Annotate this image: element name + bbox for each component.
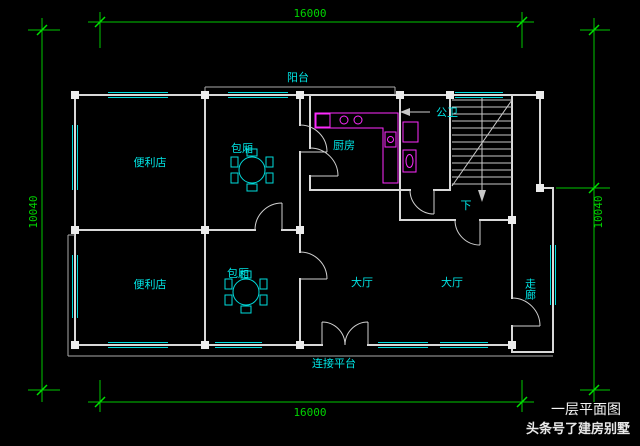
room-label-platform: 连接平台 bbox=[312, 356, 356, 370]
windows bbox=[72, 92, 556, 348]
room-label-toilet: 公卫 bbox=[436, 106, 458, 119]
toilet-leader-arrow bbox=[400, 108, 430, 116]
dim-left-label: 10040 bbox=[27, 195, 40, 228]
room-label-hall-left: 大厅 bbox=[351, 275, 373, 289]
room-label-store-lower: 便利店 bbox=[134, 277, 167, 291]
dim-top-label: 16000 bbox=[293, 7, 326, 20]
kitchen-fixtures bbox=[314, 112, 399, 184]
stairs-down-label: 下 bbox=[461, 199, 472, 212]
table-upper bbox=[230, 148, 274, 192]
room-label-store-upper: 便利店 bbox=[134, 155, 167, 169]
dimension-right bbox=[556, 18, 610, 402]
dim-right-label: 10040 bbox=[592, 195, 605, 228]
room-label-kitchen: 厨房 bbox=[333, 139, 355, 152]
room-label-corridor: 走廊 bbox=[524, 278, 537, 301]
room-label-hall-right: 大厅 bbox=[441, 275, 463, 289]
stairs-direction-arrow bbox=[478, 98, 486, 202]
room-label-box-upper: 包厢 bbox=[231, 142, 253, 155]
watermark-text: 头条号了建房别墅 bbox=[526, 421, 630, 437]
door-arcs bbox=[254, 124, 541, 327]
dim-bottom-label: 16000 bbox=[293, 406, 326, 419]
stairs bbox=[451, 98, 513, 202]
table-lower bbox=[224, 270, 268, 314]
interior-walls bbox=[74, 94, 513, 346]
dimension-left bbox=[28, 18, 60, 402]
entrance-double-door bbox=[321, 321, 369, 346]
dimension-top bbox=[88, 12, 534, 48]
columns bbox=[71, 91, 544, 349]
room-label-box-lower: 包厢 bbox=[227, 267, 249, 280]
toilet-fixtures bbox=[402, 121, 419, 173]
drawing-title: 一层平面图 bbox=[551, 402, 621, 418]
room-label-balcony: 阳台 bbox=[287, 70, 309, 84]
outer-walls bbox=[67, 94, 554, 356]
dimension-bottom bbox=[88, 380, 534, 412]
